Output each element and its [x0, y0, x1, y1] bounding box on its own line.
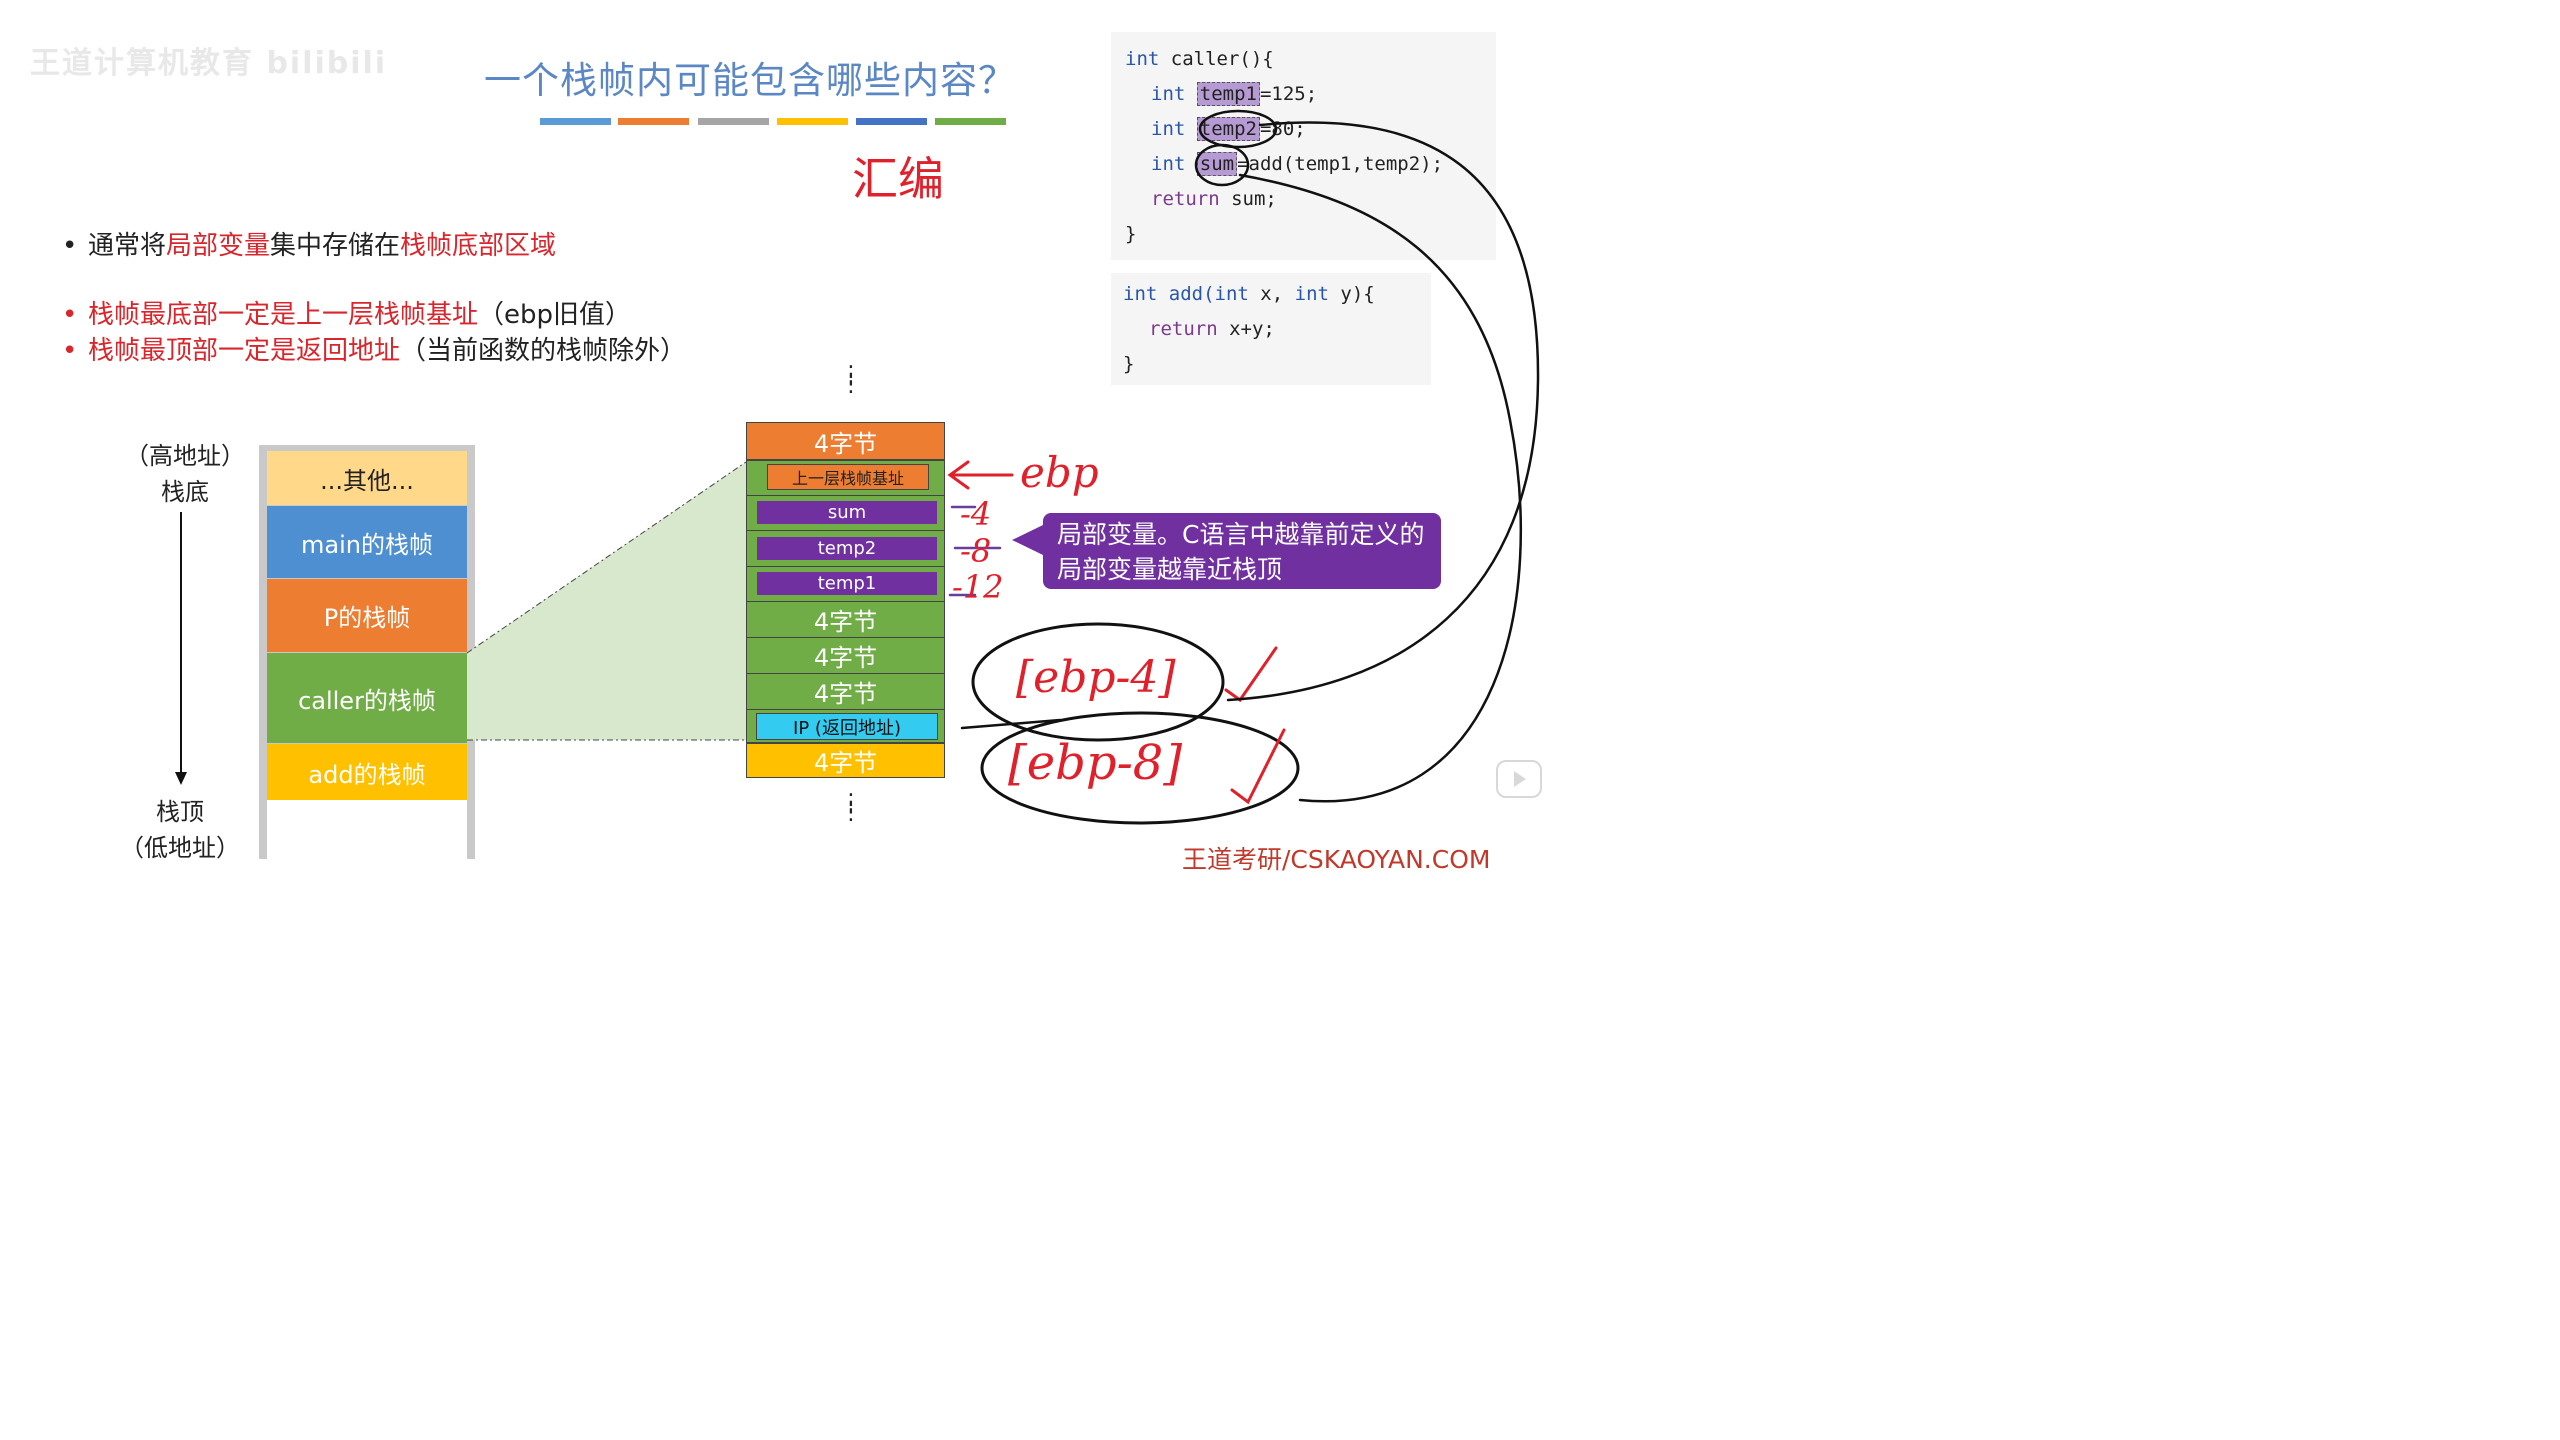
bullet-dot: • [62, 300, 78, 330]
stack-frame-others: ...其他... [267, 451, 467, 505]
check-2 [1230, 728, 1286, 805]
stack-frame-caller: caller的栈帧 [267, 653, 467, 743]
bullet-1: • 通常将局部变量集中存储在栈帧底部区域 [62, 225, 556, 262]
offset-marks [948, 505, 1002, 597]
bullet-dot: • [62, 231, 78, 261]
bullet-text: 通常将局部变量集中存储在栈帧底部区域 [88, 231, 557, 261]
play-icon [1514, 771, 1526, 787]
handwritten-ebp-minus-8: [ebp-8] [1008, 735, 1183, 791]
bullet-text: 栈帧最底部一定是上一层栈帧基址（ebp旧值） [88, 300, 632, 330]
slot-temp1: temp1 [757, 572, 937, 595]
stack-growth-arrowhead [175, 772, 187, 785]
prev-ebp-slot: 上一层栈帧基址 [767, 464, 929, 490]
title-underline-segment [935, 118, 1006, 125]
diagram-overlay [175, 109, 1540, 825]
slot-temp2: temp2 [757, 537, 937, 560]
stack-bottom-label: 栈底 [161, 478, 209, 506]
return-address-slot: IP (返回地址) [756, 713, 938, 740]
check-1 [1224, 646, 1278, 703]
divider [746, 495, 945, 496]
zoom-block-4b-1: 4字节 [746, 601, 945, 637]
bullet-dot: • [62, 336, 78, 366]
code-block-add: int add(int x, int y){ return x+y; } [1111, 273, 1431, 385]
bullet-text: 栈帧最顶部一定是返回地址（当前函数的栈帧除外） [88, 336, 687, 366]
stack-frame-main: main的栈帧 [267, 506, 467, 578]
var-temp2-highlight: temp2 [1196, 117, 1260, 141]
zoom-block-bottom: 4字节 [746, 743, 945, 778]
low-address-label: （低地址） [120, 834, 240, 862]
handwritten-offset-12: -12 [952, 568, 1004, 606]
handwritten-offset-8: -8 [960, 532, 992, 570]
var-sum-highlight: sum [1196, 152, 1238, 176]
handwritten-offset-4: -4 [960, 495, 992, 533]
circle-ebp4 [971, 622, 1225, 742]
circle-ebp8 [980, 711, 1300, 825]
stack-frame-add: add的栈帧 [267, 744, 467, 800]
high-address-label: （高地址） [125, 442, 245, 470]
local-variable-callout: 局部变量。C语言中越靠前定义的局部变量越靠近栈顶 [1043, 513, 1441, 589]
handwritten-ebp-minus-4: [ebp-4] [1016, 652, 1176, 703]
zoom-block-4b-2: 4字节 [746, 637, 945, 673]
zoom-line-top [466, 461, 747, 654]
handwritten-note-huibian: 汇编 [852, 152, 944, 206]
ebp-arrow [947, 460, 1014, 490]
zoom-block-top: 4字节 [746, 422, 945, 460]
bullet-3: • 栈帧最顶部一定是返回地址（当前函数的栈帧除外） [62, 330, 686, 367]
ellipsis-bottom: ⋮⋮ [840, 790, 862, 825]
footer-brand: 王道考研/CSKAOYAN.COM [1182, 845, 1491, 874]
title-underline-segment [777, 118, 848, 125]
connector-ink [960, 109, 1540, 803]
zoom-block-4b-3: 4字节 [746, 673, 945, 709]
var-temp1-highlight: temp1 [1196, 82, 1260, 106]
bullet-2: • 栈帧最底部一定是上一层栈帧基址（ebp旧值） [62, 294, 631, 331]
zoom-wedge [467, 462, 746, 740]
watermark: 王道计算机教育 bilibili [30, 46, 388, 81]
divider [746, 530, 945, 531]
title-underline-segment [698, 118, 769, 125]
title-underline-segment [540, 118, 611, 125]
code-block-caller: int caller(){ int temp1=125; int temp2=8… [1111, 32, 1496, 260]
slide-title: 一个栈帧内可能包含哪些内容？ [484, 59, 1016, 102]
video-play-button[interactable] [1496, 760, 1542, 798]
handwritten-ebp: ebp [1020, 448, 1099, 497]
ellipsis-top: ⋮⋮ [840, 362, 862, 397]
slot-sum: sum [757, 501, 937, 524]
callout-pointer [1012, 525, 1043, 555]
stack-empty-area [267, 800, 467, 859]
title-underline-segment [856, 118, 927, 125]
stack-top-label: 栈顶 [156, 798, 204, 826]
divider [746, 566, 945, 567]
stack-frame-p: P的栈帧 [267, 579, 467, 652]
title-underline-segment [618, 118, 689, 125]
